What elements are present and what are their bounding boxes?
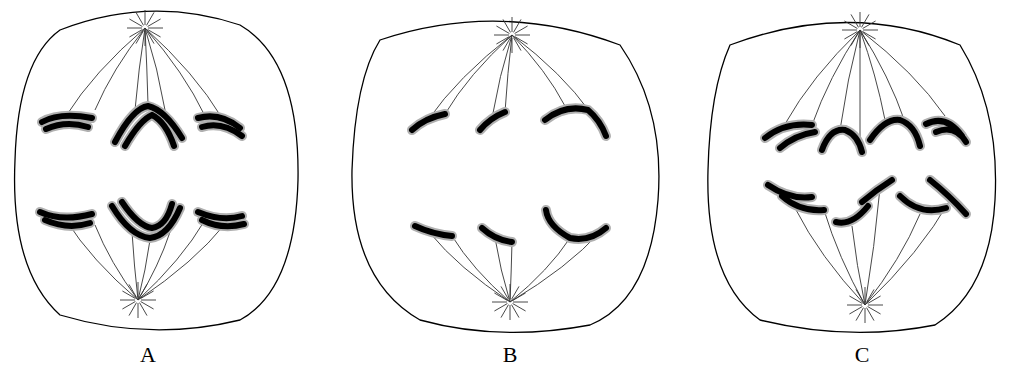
aster-ray xyxy=(851,14,859,27)
spindle-fiber xyxy=(135,28,145,110)
aster-ray xyxy=(136,12,144,25)
spindle-fiber xyxy=(860,30,905,122)
spindle-fiber xyxy=(860,30,861,140)
cell-outline xyxy=(352,21,659,332)
aster-ray xyxy=(141,300,156,301)
spindle-fiber xyxy=(860,30,945,116)
spindle-fiber xyxy=(132,232,138,300)
aster-ray xyxy=(865,287,866,302)
spindle-fiber xyxy=(860,30,885,120)
panel-letter: C xyxy=(855,344,870,366)
aster-ray xyxy=(515,26,528,34)
chromosome-halo xyxy=(40,106,966,242)
aster-ray xyxy=(138,303,139,318)
panel-letter: B xyxy=(503,344,518,366)
spindle-fiber xyxy=(138,240,150,300)
spindle-fiber xyxy=(492,35,512,118)
aster-ray xyxy=(492,302,507,303)
cell-outline xyxy=(15,11,299,330)
spindle-fiber xyxy=(512,35,565,106)
chromosome xyxy=(40,106,966,242)
spindle-fiber xyxy=(865,214,920,305)
aster-ray xyxy=(863,21,876,29)
aster-ray xyxy=(494,35,509,36)
spindle-fiber xyxy=(852,226,865,305)
aster-ray xyxy=(865,308,866,323)
aster-ray xyxy=(510,305,511,320)
aster-ray xyxy=(145,10,146,25)
spindle-fiber xyxy=(505,35,512,112)
spindle-fiber xyxy=(510,238,570,302)
spindle-fiber xyxy=(840,30,860,130)
spindle-fiber xyxy=(445,35,512,114)
spindle-fiber xyxy=(145,28,148,104)
aster-ray xyxy=(127,28,142,29)
spindle-fiber xyxy=(812,30,860,125)
spindle-fiber xyxy=(66,28,145,116)
aster-ray xyxy=(515,35,530,36)
spindle-fiber xyxy=(95,225,138,300)
aster-ray xyxy=(868,305,883,306)
spindle-fiber xyxy=(452,236,510,302)
aster-ray xyxy=(503,19,511,32)
aster-ray xyxy=(513,302,528,303)
aster-ray xyxy=(867,308,875,321)
aster-ray xyxy=(512,305,520,318)
spindle-fibers xyxy=(66,10,950,323)
aster-ray xyxy=(148,19,161,27)
aster-ray xyxy=(494,304,507,312)
aster-ray xyxy=(842,30,857,31)
aster-ray xyxy=(122,302,135,310)
aster-ray xyxy=(120,300,135,301)
aster-ray xyxy=(140,303,148,316)
spindle-fiber xyxy=(510,242,512,302)
spindle-fiber xyxy=(865,200,950,305)
aster-ray xyxy=(512,17,513,32)
panel-letter: A xyxy=(140,344,156,366)
aster-ray xyxy=(148,28,163,29)
aster-ray xyxy=(849,307,862,315)
spindle-fiber xyxy=(512,35,590,112)
cell-outline xyxy=(708,23,996,333)
aster-ray xyxy=(847,305,862,306)
spindle-fiber xyxy=(95,28,145,110)
aster-ray xyxy=(860,12,861,27)
spindle-fiber xyxy=(495,238,510,302)
spindle-fiber xyxy=(428,35,512,120)
aster-ray xyxy=(863,30,878,31)
